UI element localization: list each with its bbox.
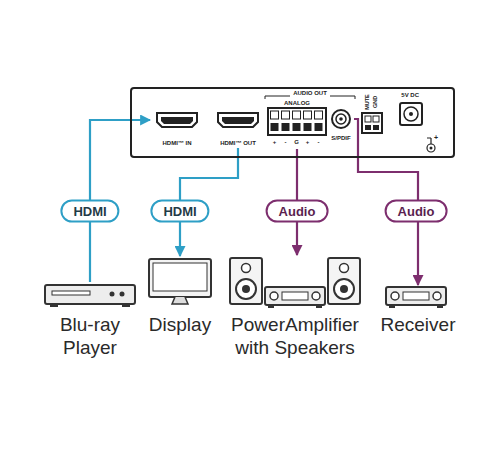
signal-pill: Audio [385,200,448,223]
node-text: 5V DC [401,92,419,99]
pin-label: + [306,139,310,145]
pin-label: - [318,139,320,145]
dc-power-jack [400,103,422,125]
power-amplifier-with-speakers: PowerAmplifier with Speakers [220,255,370,359]
power-amplifier-icon [265,287,325,308]
node-text: HDMI™ OUT [220,140,256,147]
signal-pill: Audio [266,200,329,223]
node-text: ANALOG [284,100,310,107]
node-text: AUDIO OUT [290,90,330,97]
analog-terminal-block [268,108,326,135]
right-speaker-icon [328,258,360,304]
spdif-output: S/PDIF [328,104,354,142]
device-rear-panel: 5V DC HDMI™ IN HDMI™ OUT AUDIO OUT ANALOG S/P… [130,87,455,158]
node-text: HDMI™ IN [163,140,192,147]
hdmi-in-port [157,113,197,127]
polarity-symbol [427,138,435,152]
signal-pill: HDMI [150,200,209,223]
node-text: PowerAmplifier with Speakers [220,313,370,359]
pin-label: G [294,139,299,145]
display-icon [149,259,211,304]
hdmi-out-port: HDMI™ OUT [211,108,265,148]
blu-ray-player-icon [45,285,135,307]
mute-terminal [362,113,382,133]
blu-ray-player: Blu-ray Player [20,282,160,359]
display: Display [140,256,220,336]
pin-label: - [285,139,287,145]
polarity-sign: + [434,134,438,141]
receiver-icon [386,287,446,308]
audio-out-group: AUDIO OUT ANALOG S/PDIF [264,90,356,152]
hdmi-in-port: HDMI™ IN [150,108,204,148]
pin-label: GND [373,96,379,108]
node-text: S/PDIF [331,135,350,142]
pin-label: MUTE [365,94,371,110]
spdif-rca-jack [332,110,350,128]
receiver: Receiver [375,285,461,336]
signal-pill: HDMI [60,200,119,223]
node-text: Display [149,313,211,336]
node-text: Receiver [381,313,456,336]
pin-label: + [273,139,277,145]
node-text: Blu-ray Player [38,313,142,359]
hdmi-out-port [218,113,258,127]
left-speaker-icon [230,258,262,304]
